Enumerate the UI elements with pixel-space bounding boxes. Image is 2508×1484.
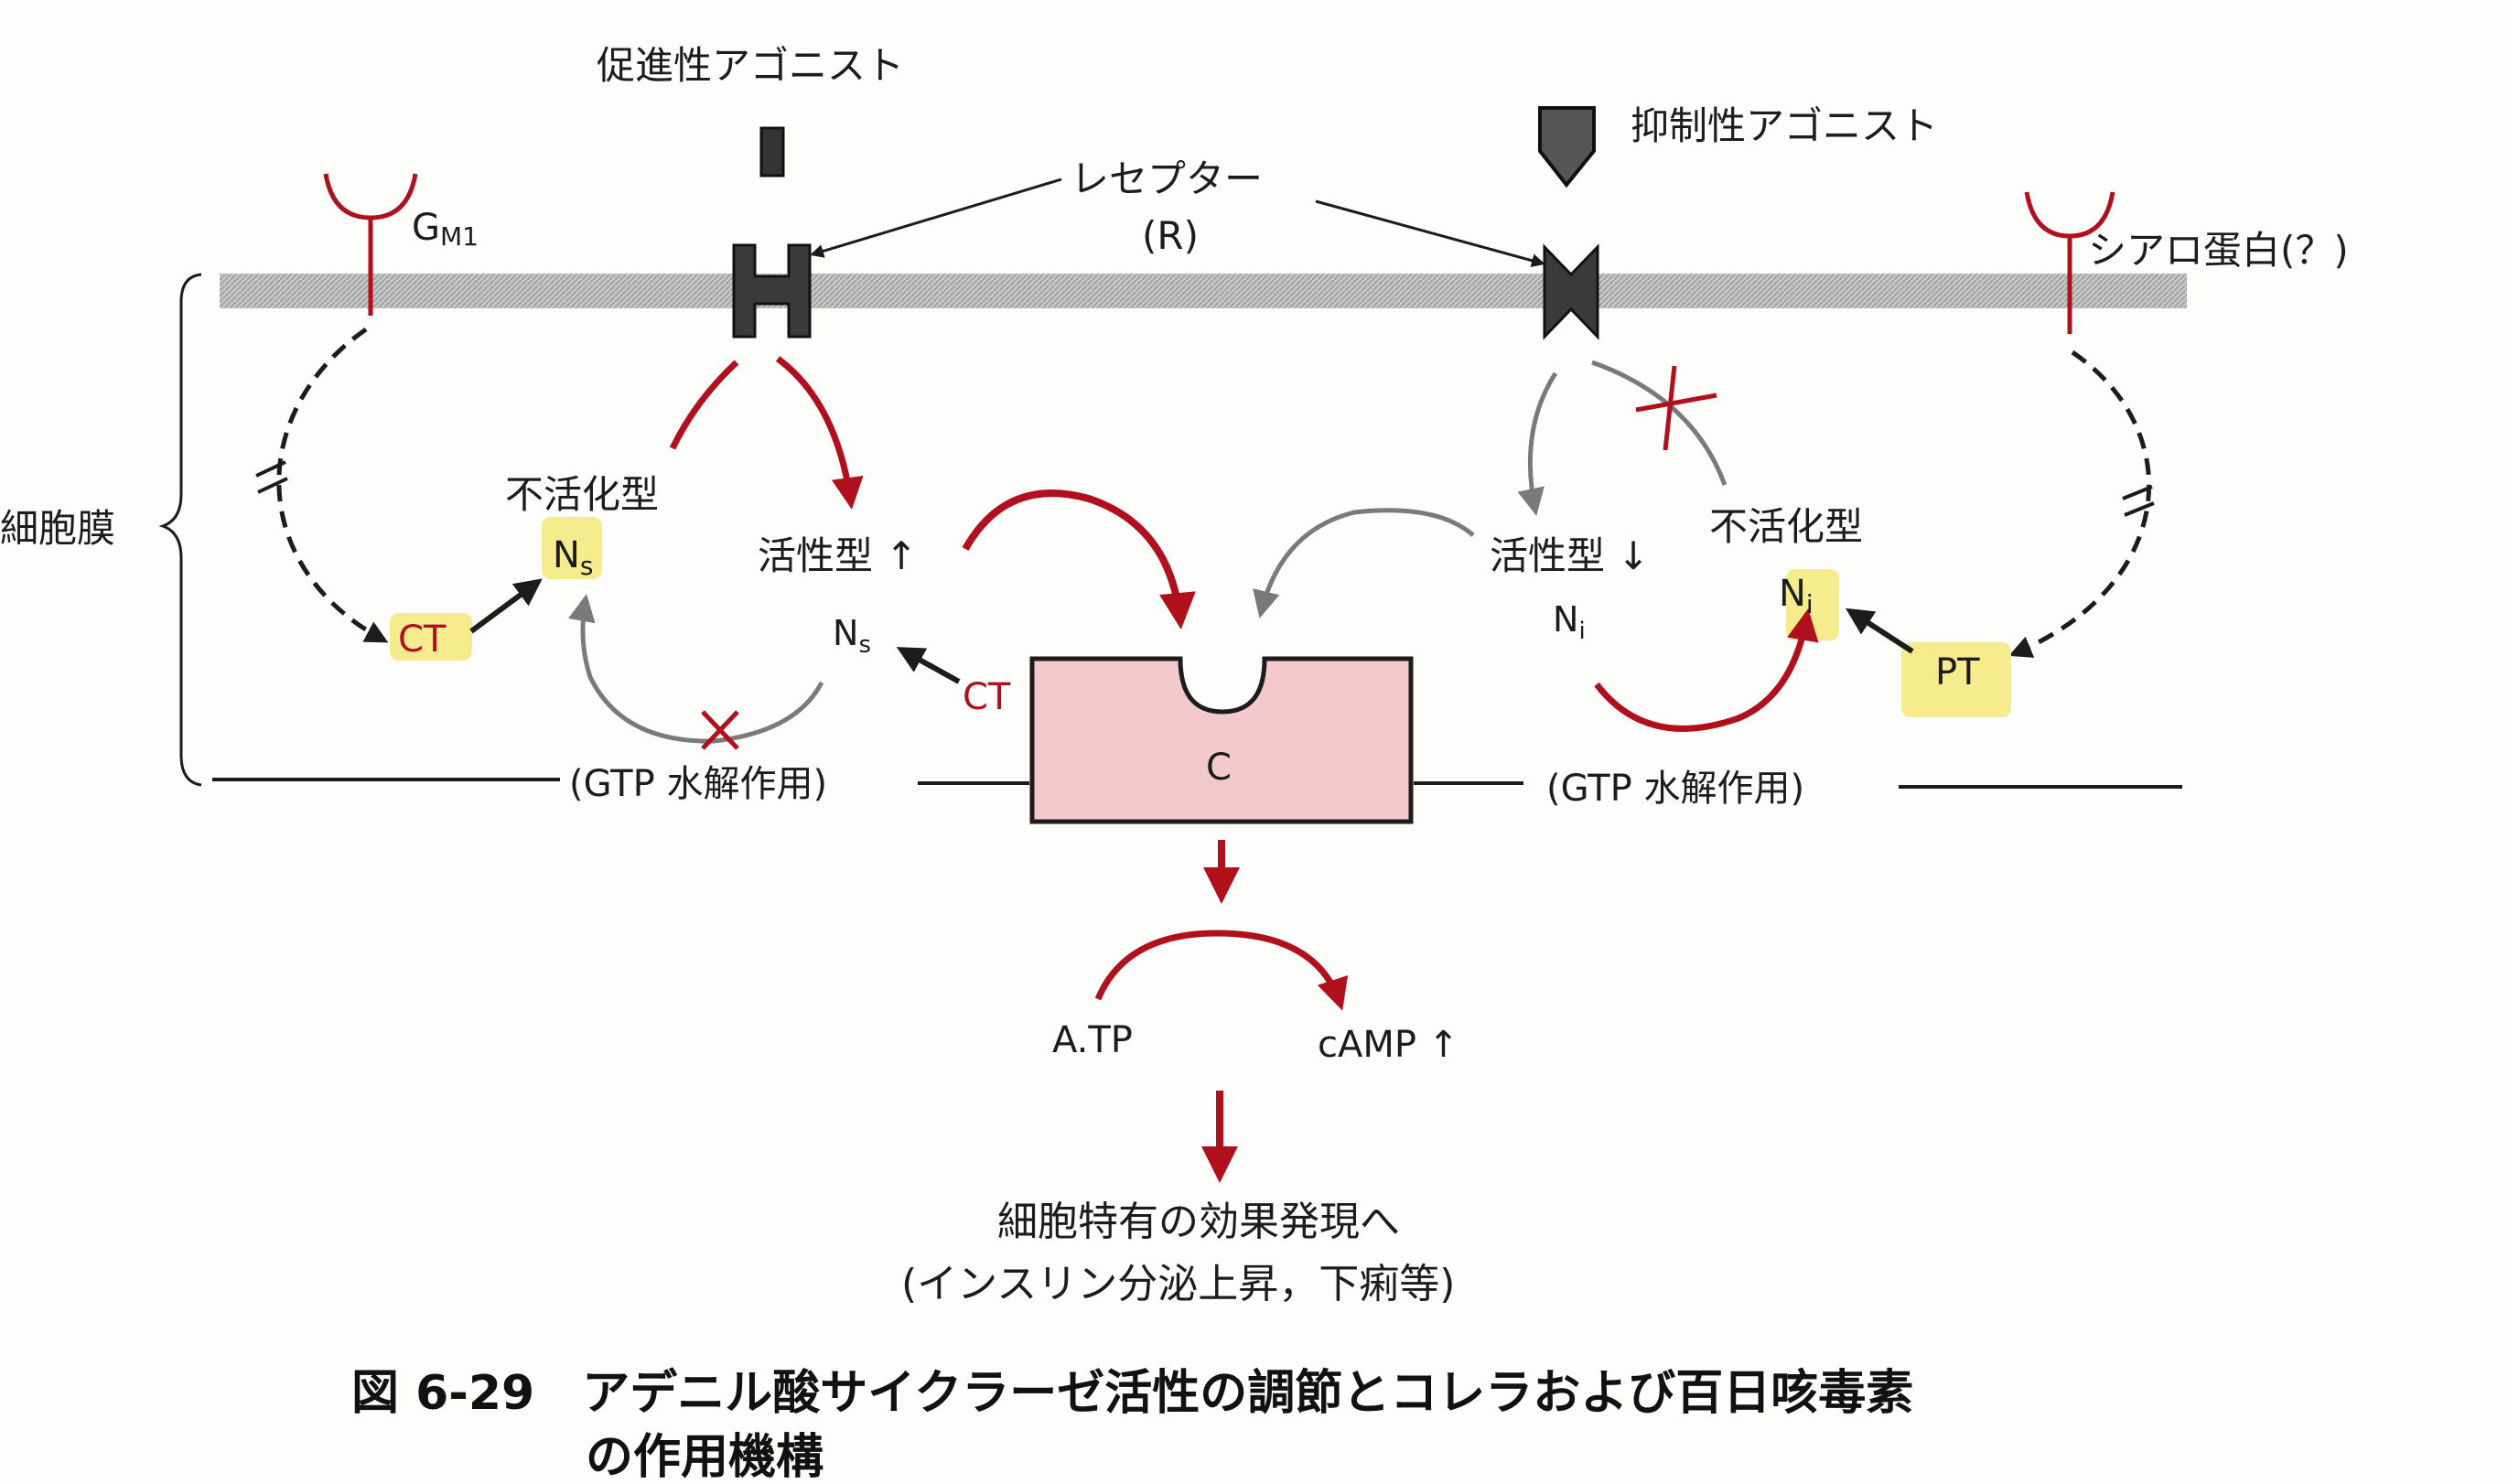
atp-to-camp-red-arrow [1094,930,1349,1011]
ct-to-ns-arrow-right [896,647,961,684]
receptor-to-inactive-red-line [669,360,739,450]
ni-label-right: Ni [1779,573,1814,619]
ni-to-inactive-red-arrow [1594,608,1819,732]
inactive-label-left: 不活化型 [505,472,659,517]
inhibitory-agonist-icon [1538,106,1596,188]
adenylate-cyclase-enzyme [1029,656,1414,824]
break-mark-right [2122,485,2155,517]
receptor-to-active-gray-arrow [1517,371,1558,516]
sialo-to-pt-dashed-arrow [2008,349,2152,658]
gtp-hydrolysis-label-left: (GTP 水解作用) [569,763,827,805]
pt-to-ni-arrow [1845,608,1914,654]
ct-to-ns-arrow-left [469,578,543,634]
ns-to-inactive-gray-arrow [568,594,824,744]
figure-caption-line1: 図 6-29 アデニル酸サイクラーゼ活性の調節とコレラおよび百日咳毒素 [351,1366,1913,1421]
cell-membrane-brace [158,273,202,787]
stimulatory-receptor-icon [732,243,812,339]
receptor-to-active-red-arrow [775,356,864,510]
receptor-abbr-label: (R) [1142,213,1199,258]
ns-left-highlight [542,517,602,579]
ct-label-right: CT [963,676,1011,718]
cell-membrane-band [220,274,2187,308]
ns-label-left: Ns [553,534,594,581]
stimulatory-agonist-icon [759,126,785,177]
figure-caption-line2: の作用機構 [586,1430,823,1484]
sialo-receptor-icon [2024,191,2115,334]
inactive-label-right: 不活化型 [1709,504,1863,549]
camp-label: cAMP ↑ [1318,1024,1459,1066]
inhibitory-agonist-label: 抑制性アゴニスト [1631,103,1938,148]
gm1-receptor-icon [323,173,418,316]
receptor-pointer-right [1315,199,1545,268]
ct-label-left: CT [398,618,447,661]
effect-label-line1: 細胞特有の効果発現へ [997,1199,1400,1245]
pt-highlight [1901,642,2011,717]
break-mark-left [255,460,288,494]
cell-membrane-label: 細胞膜 [0,506,115,551]
gtp-hydrolysis-label-right: (GTP 水解作用) [1546,768,1804,810]
atp-label: A.TP [1052,1019,1133,1061]
blocked-mark-lower-left [701,710,739,750]
active-to-enzyme-red-arrow [962,489,1196,629]
gm1-to-ct-dashed-arrow [276,327,389,643]
sialo-protein-label: シアロ蛋白(？) [2088,228,2349,273]
receptor-label: レセプター [1071,156,1263,201]
blocked-mark-upper-right [1635,365,1717,451]
stimulatory-agonist-label: 促進性アゴニスト [597,43,904,88]
ns-label-right: Ns [833,613,871,659]
receptor-pointer-left [810,177,1062,258]
pt-label: PT [1935,651,1980,694]
inactive-to-receptor-gray-line [1591,360,1728,486]
ct-left-highlight [390,613,472,661]
gm1-label: GM1 [412,207,479,252]
effect-label-line2: (インスリン分泌上昇，下痢等) [901,1261,1455,1307]
inhibitory-receptor-icon [1543,243,1599,340]
active-to-enzyme-gray-arrow [1253,508,1475,618]
active-label-right: 活性型 ↓ [1490,533,1650,578]
enzyme-label: C [1206,747,1232,789]
ni-label-left: Ni [1553,599,1586,645]
active-label-left: 活性型 ↑ [758,533,918,578]
